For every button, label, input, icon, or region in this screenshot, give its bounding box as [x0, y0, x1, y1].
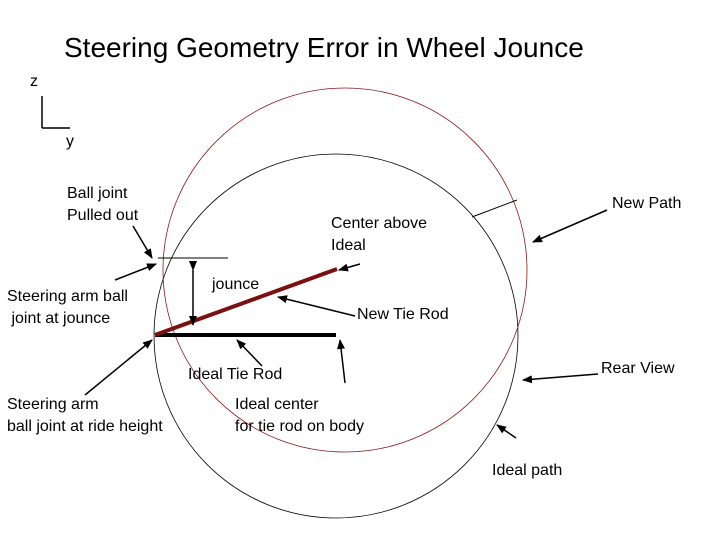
- rear-view-label: Rear View: [601, 360, 675, 377]
- ball-joint-pulled-out-label: Ball joint Pulled out: [67, 185, 139, 224]
- steering-arm-jounce-label: Steering arm ball joint at jounce: [7, 288, 128, 327]
- z-axis-label: z: [30, 73, 38, 90]
- center-above-ideal-arrow: [338, 263, 361, 272]
- jounce-label: jounce: [212, 276, 260, 293]
- rear-view-arrow: [522, 373, 599, 384]
- new-path-radius-tick: [471, 199, 518, 218]
- steering-arm-ride-arrow: [84, 339, 153, 396]
- new-path-circle: [162, 87, 528, 453]
- ideal-center-arrow: [337, 339, 346, 384]
- ideal-path-label: Ideal path: [492, 462, 563, 479]
- ideal-center-label: Ideal center for tie rod on body: [235, 396, 364, 435]
- new-path-arrow: [532, 209, 608, 243]
- ideal-tie-rod-arrow: [236, 339, 263, 367]
- ideal-tie-rod-label: Ideal Tie Rod: [188, 366, 283, 383]
- new-tie-rod-arrow: [277, 295, 356, 317]
- diagram-title: Steering Geometry Error in Wheel Jounce: [64, 32, 584, 63]
- ideal-path-circle: [153, 153, 519, 519]
- y-axis-label: y: [66, 133, 74, 150]
- ball-joint-pulled-out-arrow: [132, 225, 153, 259]
- steering-arm-jounce-arrow: [114, 263, 157, 281]
- ideal-path-arrow: [496, 424, 517, 439]
- center-above-ideal-label: Center above Ideal: [331, 215, 428, 254]
- new-tie-rod: [154, 267, 338, 337]
- new-path-label: New Path: [612, 195, 682, 212]
- new-tie-rod-label: New Tie Rod: [357, 306, 449, 323]
- steering-arm-ride-label: Steering arm ball joint at ride height: [7, 396, 163, 435]
